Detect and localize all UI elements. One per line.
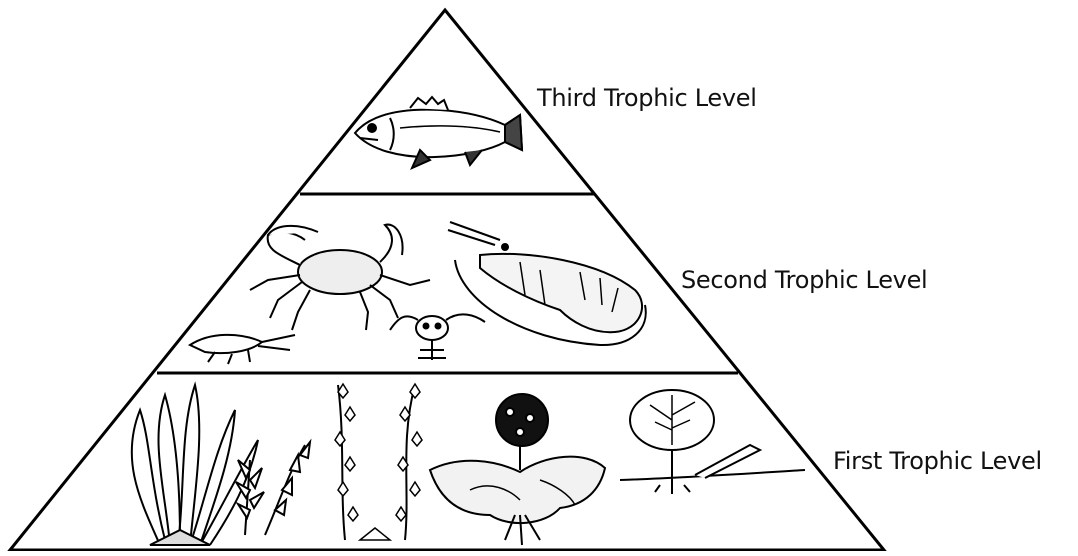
third-trophic-level-label: Third Trophic Level bbox=[537, 84, 757, 112]
second-trophic-level-label: Second Trophic Level bbox=[681, 266, 927, 294]
star-flower-plant-icon bbox=[335, 384, 422, 540]
small-shrimp-icon bbox=[190, 335, 295, 364]
small-crustacean-icon bbox=[390, 314, 485, 360]
first-trophic-level-label: First Trophic Level bbox=[833, 447, 1042, 475]
tree-seedling-icon bbox=[620, 390, 805, 494]
shrimp-icon bbox=[448, 222, 646, 345]
seaweed-icon bbox=[132, 385, 258, 545]
flowering-bush-icon bbox=[430, 394, 605, 545]
fish-icon bbox=[355, 97, 522, 168]
crab-icon bbox=[250, 225, 430, 330]
sprig-plant-icon bbox=[236, 442, 310, 535]
